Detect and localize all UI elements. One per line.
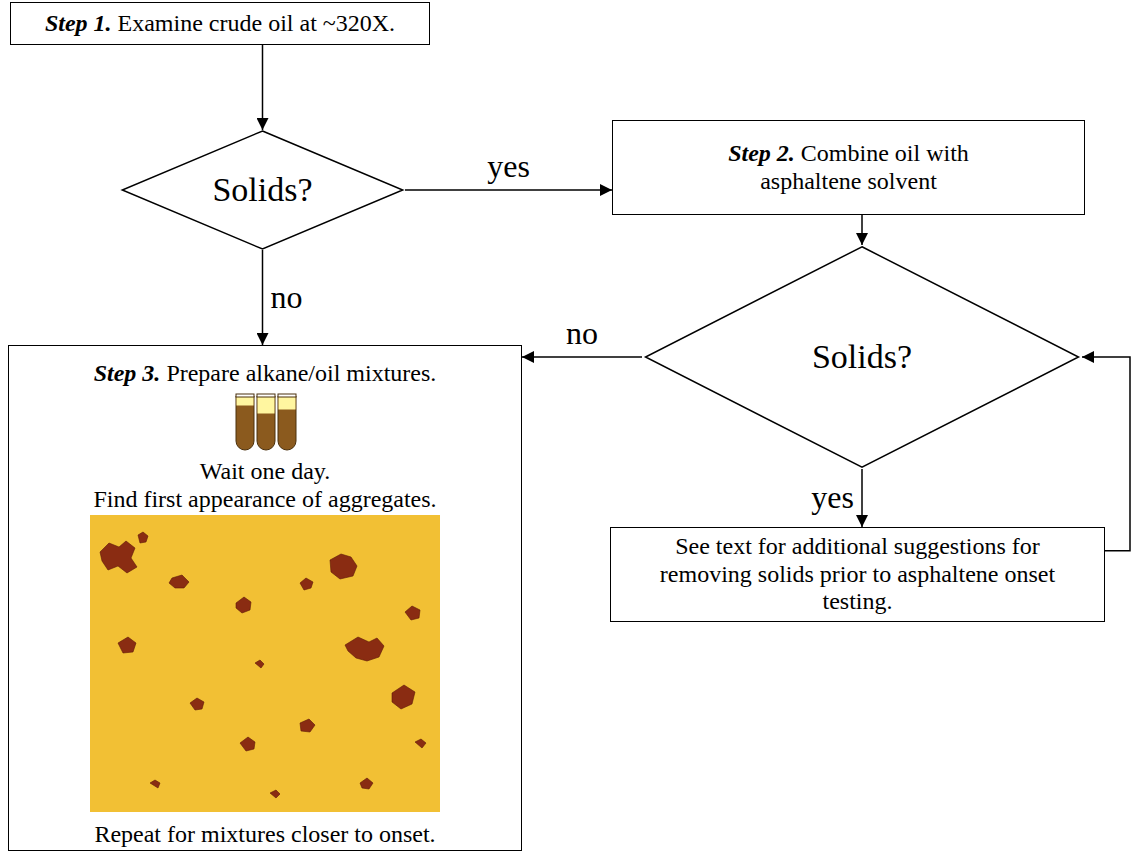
step-heading: Step 2. — [728, 140, 795, 166]
step-heading: Step 1. — [45, 10, 112, 36]
tube — [257, 396, 275, 450]
process-box: Step 2.Combine oil with asphaltene solve… — [612, 120, 1085, 215]
text-row: Step 2.Combine oil with asphaltene solve… — [684, 140, 1014, 195]
note-box: See text for additional suggestions for … — [610, 527, 1105, 622]
flow-arrow — [405, 189, 612, 191]
text-row: Find first appearance of aggregates. — [9, 486, 521, 514]
node-text: Repeat for mixtures closer to onset. — [94, 821, 435, 847]
tube-rim — [278, 394, 296, 397]
aggregate — [240, 737, 255, 751]
aggregate — [330, 554, 357, 579]
aggregate — [255, 660, 264, 668]
aggregate — [138, 532, 148, 543]
step-heading: Step 3. — [94, 360, 161, 386]
aggregate — [236, 597, 251, 613]
tube-rim — [236, 394, 254, 397]
node-text: Solids? — [812, 338, 912, 375]
process-box: Step 3.Prepare alkane/oil mixtures. Wait … — [8, 345, 522, 851]
tube-liquid — [279, 397, 296, 410]
aggregate — [360, 778, 373, 789]
node-text: Find first appearance of aggregates. — [93, 486, 436, 512]
tube — [236, 396, 254, 450]
text-row: Step 3.Prepare alkane/oil mixtures. — [9, 360, 521, 388]
node-text: Wait one day. — [200, 458, 330, 484]
tube-liquid — [237, 397, 254, 406]
aggregate — [270, 790, 280, 798]
decision-diamond: Solids? — [642, 245, 1082, 469]
edge-label: yes — [809, 480, 856, 515]
node-text: Prepare alkane/oil mixtures. — [166, 360, 436, 386]
micrograph-ground — [90, 515, 440, 812]
edge-label: yes — [485, 149, 532, 184]
connectors — [263, 45, 1131, 551]
aggregates — [100, 532, 426, 798]
aggregate — [345, 637, 384, 661]
flow-arrow — [262, 45, 264, 130]
aggregate — [150, 780, 160, 788]
node-text: Examine crude oil at ~320X. — [118, 10, 396, 36]
tube — [278, 396, 296, 450]
aggregate — [300, 578, 313, 590]
node-text: See text for additional suggestions for … — [660, 533, 1055, 614]
text-row: Repeat for mixtures closer to onset. — [9, 821, 521, 849]
tube-rim — [257, 394, 275, 397]
diamond-shape — [122, 131, 402, 249]
decision-diamond: Solids? — [120, 130, 405, 250]
flow-arrow — [861, 215, 863, 245]
aggregate — [100, 541, 137, 573]
diamond-shape — [646, 247, 1079, 467]
flow-arrow — [522, 356, 642, 358]
process-box: Step 1.Examine crude oil at ~320X. — [10, 2, 430, 45]
aggregate — [415, 739, 426, 748]
aggregate — [300, 719, 315, 732]
text-row: Solids? — [212, 170, 312, 209]
aggregate — [118, 637, 136, 653]
tube-liquid — [258, 397, 275, 414]
edge-label: no — [564, 316, 600, 351]
text-row: Solids? — [812, 337, 912, 376]
flow-arrow — [262, 250, 264, 345]
aggregate — [169, 575, 189, 588]
aggregate — [405, 606, 420, 620]
flow-arrow — [1082, 357, 1130, 551]
flow-arrow — [861, 469, 863, 527]
test-tubes — [236, 394, 296, 450]
edge-label: no — [269, 280, 305, 315]
text-row: Wait one day. — [9, 458, 521, 486]
aggregate — [190, 698, 204, 710]
node-text: Solids? — [212, 171, 312, 208]
text-row: Step 1.Examine crude oil at ~320X. — [45, 10, 395, 38]
aggregate — [392, 685, 415, 709]
micrograph — [90, 515, 440, 812]
text-row: See text for additional suggestions for … — [648, 533, 1068, 616]
